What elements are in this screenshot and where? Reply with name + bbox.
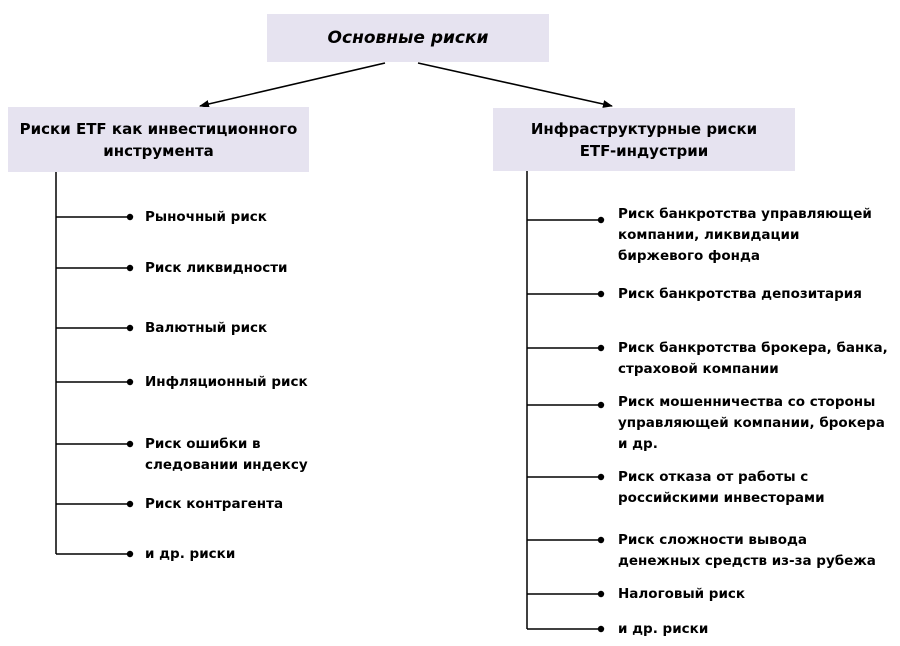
risk-item: и др. риски bbox=[618, 619, 708, 640]
root-title: Основные риски bbox=[327, 28, 489, 48]
risk-item-line: Риск контрагента bbox=[145, 495, 284, 512]
risk-item: Риск ликвидности bbox=[145, 258, 288, 279]
risk-item: Инфляционный риск bbox=[145, 372, 308, 393]
right-category-box: Инфраструктурные риски ETF-индустрии bbox=[493, 108, 795, 171]
right-category-title: Инфраструктурные риски ETF-индустрии bbox=[531, 118, 757, 162]
risk-item-line: Инфляционный риск bbox=[145, 373, 308, 390]
risk-item: Риск банкротства депозитария bbox=[618, 284, 862, 305]
right-branch-lines bbox=[526, 171, 605, 633]
risk-item: Риск банкротства управляющей компании, ли… bbox=[618, 204, 872, 267]
root-box: Основные риски bbox=[267, 14, 549, 62]
risk-item-line: Рыночный риск bbox=[145, 208, 267, 225]
risk-item: Налоговый риск bbox=[618, 584, 745, 605]
left-category-box: Риски ETF как инвестиционного инструмент… bbox=[8, 107, 309, 172]
left-title-line: инструмента bbox=[103, 141, 214, 160]
bullet-dot-icon bbox=[597, 290, 605, 298]
risk-item-line: и др. риски bbox=[145, 545, 236, 562]
bullet-dot-icon bbox=[597, 590, 605, 598]
bullet-dot-icon bbox=[597, 625, 605, 633]
risk-item: и др. риски bbox=[145, 544, 235, 565]
right-title-line: ETF-индустрии bbox=[579, 141, 709, 160]
bullet-dot-icon bbox=[126, 213, 134, 221]
risk-item: Риск мошенничества со стороны управляющей… bbox=[618, 392, 885, 455]
risk-item-line: и др. риски bbox=[618, 620, 709, 637]
bullet-dot-icon bbox=[126, 550, 134, 558]
risk-item-line: и др. bbox=[618, 435, 658, 452]
risk-item-line: компании, ликвидации bbox=[618, 226, 800, 243]
bullet-dot-icon bbox=[126, 500, 134, 508]
risk-item-line: Риск ликвидности bbox=[145, 259, 288, 276]
risk-item-line: денежных средств из-за рубежа bbox=[618, 552, 876, 569]
risk-item: Риск контрагента bbox=[145, 494, 283, 515]
risk-item-line: биржевого фонда bbox=[618, 247, 760, 264]
bullet-dot-icon bbox=[597, 401, 605, 409]
risk-item: Риск ошибки в следовании индексу bbox=[145, 434, 308, 476]
risk-item-line: Риск банкротства управляющей bbox=[618, 205, 872, 222]
right-title-line: Инфраструктурные риски bbox=[530, 119, 758, 138]
risk-item: Риск сложности вывода денежных средств из… bbox=[618, 530, 876, 572]
bullet-dot-icon bbox=[126, 324, 134, 332]
left-category-title: Риски ETF как инвестиционного инструмент… bbox=[20, 118, 298, 162]
risk-item: Риск банкротства брокера, банка, страхово… bbox=[618, 338, 888, 380]
risk-item-line: Риск сложности вывода bbox=[618, 531, 807, 548]
left-title-line: Риски ETF как инвестиционного bbox=[19, 119, 298, 138]
risk-item-line: Риск отказа от работы с bbox=[618, 468, 809, 485]
bullet-dot-icon bbox=[597, 473, 605, 481]
risk-item-line: Валютный риск bbox=[145, 319, 268, 336]
risk-item: Риск отказа от работы с российскими инвес… bbox=[618, 467, 825, 509]
risk-item-line: страховой компании bbox=[618, 360, 779, 377]
bullet-dot-icon bbox=[126, 378, 134, 386]
risk-item-line: российскими инвесторами bbox=[618, 489, 825, 506]
left-branch-lines bbox=[55, 172, 134, 558]
risk-item-line: Риск мошенничества со стороны bbox=[618, 393, 876, 410]
bullet-dot-icon bbox=[597, 216, 605, 224]
risk-item: Рыночный риск bbox=[145, 207, 267, 228]
risk-item: Валютный риск bbox=[145, 318, 267, 339]
arrow-to-right-box bbox=[417, 62, 613, 108]
risk-item-line: следовании индексу bbox=[145, 456, 308, 473]
risk-item-line: управляющей компании, брокера bbox=[618, 414, 885, 431]
risk-item-line: Риск банкротства брокера, банка, bbox=[618, 339, 888, 356]
risk-item-line: Риск ошибки в bbox=[145, 435, 261, 452]
risk-item-line: Риск банкротства депозитария bbox=[618, 285, 862, 302]
bullet-dot-icon bbox=[126, 440, 134, 448]
arrow-to-left-box bbox=[199, 62, 386, 108]
bullet-dot-icon bbox=[597, 344, 605, 352]
risk-item-line: Налоговый риск bbox=[618, 585, 746, 602]
bullet-dot-icon bbox=[597, 536, 605, 544]
bullet-dot-icon bbox=[126, 264, 134, 272]
